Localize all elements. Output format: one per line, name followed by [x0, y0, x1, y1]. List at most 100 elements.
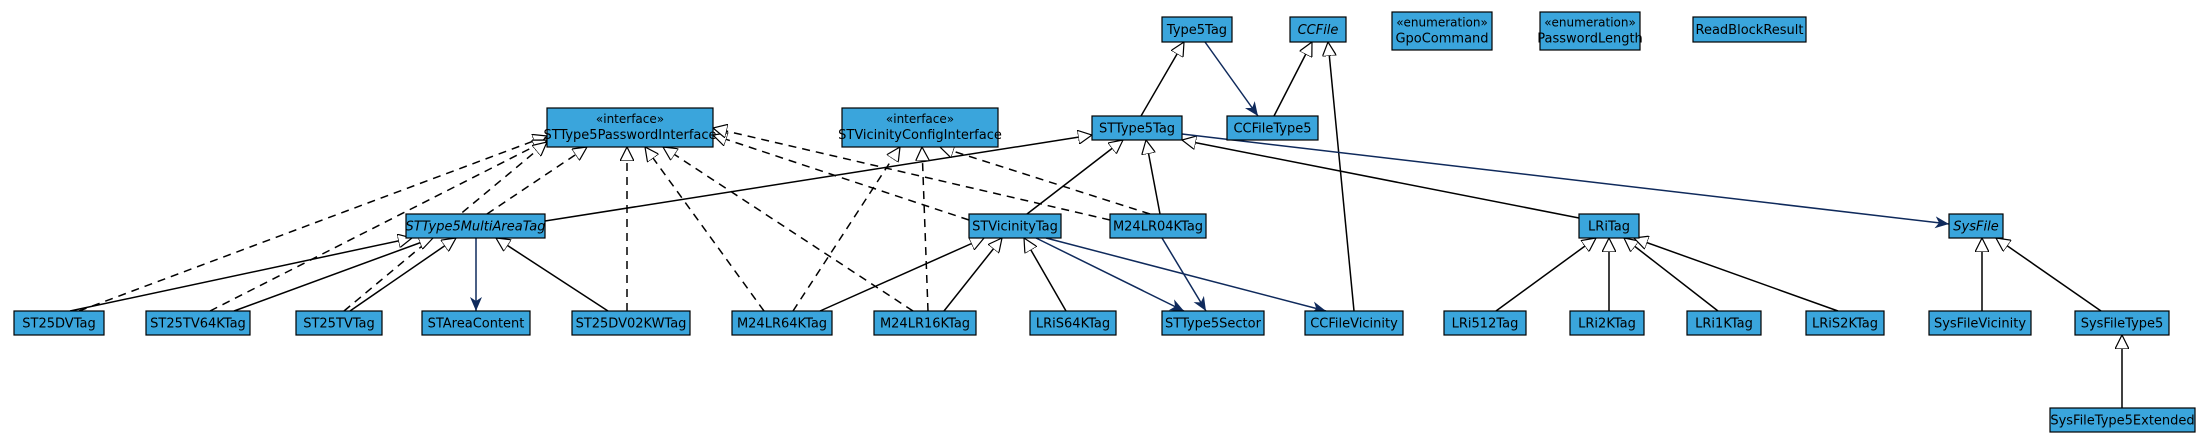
- realization-edge-st25-tv64-k-tag-to-st-type5-password-interface: [209, 139, 547, 312]
- class-node-m24-lr16-k-tag[interactable]: M24LR16KTag: [873, 310, 977, 336]
- class-node-st25-tv64-k-tag[interactable]: ST25TV64KTag: [145, 310, 251, 336]
- class-name: ST25DV02KWTag: [576, 317, 687, 332]
- class-box: [1686, 310, 1762, 336]
- class-name: STType5Tag: [1099, 122, 1175, 137]
- edges-layer: [69, 41, 2122, 408]
- association-edge-type5-tag-to-cc-file-type5: [1204, 41, 1259, 117]
- class-name: SysFileVicinity: [1934, 317, 2026, 332]
- class-node-m24-lr64-k-tag[interactable]: M24LR64KTag: [731, 310, 833, 336]
- class-box: [421, 310, 531, 336]
- class-node-st-type5-multi-area-tag[interactable]: STType5MultiAreaTag: [405, 213, 546, 239]
- class-node-st25-tv-tag[interactable]: ST25TVTag: [295, 310, 383, 336]
- generalization-edge-st-type5-multi-area-tag-to-st-type5-tag: [544, 135, 1092, 222]
- class-name: SysFileType5Extended: [2050, 414, 2194, 429]
- generalization-edge-st25-dv02-kw-tag-to-st-type5-multi-area-tag: [496, 238, 609, 312]
- class-node-st-area-content[interactable]: STAreaContent: [421, 310, 531, 336]
- class-name: Type5Tag: [1166, 23, 1227, 38]
- class-box: [1948, 213, 2004, 239]
- realization-edge-m24-lr64-k-tag-to-st-type5-password-interface: [645, 147, 765, 312]
- class-node-st-type5-password-interface[interactable]: «interface»STType5PasswordInterface: [543, 107, 717, 148]
- class-node-sys-file-vicinity[interactable]: SysFileVicinity: [1928, 310, 2032, 336]
- class-box: [1029, 310, 1117, 336]
- class-node-st25-dv-tag[interactable]: ST25DVTag: [13, 310, 105, 336]
- class-box: [13, 310, 105, 336]
- generalization-edge-l-ri1-k-tag-to-l-ri-tag: [1624, 238, 1719, 312]
- class-box: [405, 213, 546, 239]
- class-name: ReadBlockResult: [1696, 23, 1804, 38]
- generalization-edge-st25-tv64-k-tag-to-st-type5-multi-area-tag: [233, 238, 433, 312]
- class-node-type5-tag[interactable]: Type5Tag: [1161, 16, 1233, 43]
- class-name: ST25TVTag: [303, 317, 375, 332]
- class-node-gpo-command[interactable]: «enumeration»GpoCommand: [1391, 11, 1493, 51]
- generalization-edge-cc-file-vicinity-to-cc-file: [1328, 42, 1355, 312]
- class-name: M24LR04KTag: [1113, 220, 1203, 235]
- class-node-l-ri-s64-k-tag[interactable]: LRiS64KTag: [1029, 310, 1117, 336]
- class-node-password-length[interactable]: «enumeration» PasswordLength: [1537, 11, 1643, 51]
- class-node-st25-dv02-kw-tag[interactable]: ST25DV02KWTag: [571, 310, 691, 336]
- class-node-st-type5-tag[interactable]: STType5Tag: [1091, 115, 1183, 141]
- realization-edge-st-type5-multi-area-tag-to-st-type5-password-interface: [486, 147, 587, 215]
- class-box: [1091, 115, 1183, 141]
- class-box: [1161, 310, 1265, 336]
- realization-edge-m24-lr16-k-tag-to-st-vicinity-config-interface: [922, 147, 928, 312]
- class-name: GpoCommand: [1395, 31, 1488, 46]
- class-name: STType5Sector: [1165, 317, 1262, 332]
- class-box: [145, 310, 251, 336]
- class-name: LRi2KTag: [1578, 317, 1636, 332]
- class-box: [841, 107, 999, 148]
- class-box: [1289, 16, 1347, 43]
- class-name: ST25TV64KTag: [150, 317, 246, 332]
- class-box: [873, 310, 977, 336]
- class-node-st-vicinity-config-interface[interactable]: «interface» STVicinityConfigInterface: [838, 107, 1002, 148]
- class-node-sys-file-type5-extended[interactable]: SysFileType5Extended: [2049, 407, 2196, 433]
- association-edge-st-type5-tag-to-sys-file: [1181, 133, 1950, 229]
- class-node-st-type5-sector[interactable]: STType5Sector: [1161, 310, 1265, 336]
- class-box: [1692, 16, 1807, 43]
- class-node-read-block-result[interactable]: ReadBlockResult: [1692, 16, 1807, 43]
- class-box: [1805, 310, 1885, 336]
- class-name: CCFile: [1298, 23, 1339, 38]
- class-node-cc-file-vicinity[interactable]: CCFileVicinity: [1304, 310, 1404, 336]
- class-box: [1578, 213, 1640, 239]
- generalization-edge-l-ri-s64-k-tag-to-st-vicinity-tag: [1024, 238, 1067, 312]
- class-name: M24LR16KTag: [880, 317, 970, 332]
- association-edge-st-vicinity-tag-to-cc-file-vicinity: [1045, 237, 1327, 314]
- class-box: [571, 310, 691, 336]
- class-node-cc-file[interactable]: CCFile: [1289, 16, 1347, 43]
- class-name: SysFileType5: [2081, 317, 2164, 332]
- class-box: [731, 310, 833, 336]
- realization-edge-st-vicinity-tag-to-st-type5-password-interface: [713, 135, 970, 221]
- class-name: M24LR64KTag: [737, 317, 827, 332]
- class-name: STType5MultiAreaTag: [406, 220, 546, 235]
- class-node-l-ri2-k-tag[interactable]: LRi2KTag: [1569, 310, 1645, 336]
- class-node-sys-file[interactable]: SysFile: [1948, 213, 2004, 239]
- class-node-st-vicinity-tag[interactable]: STVicinityTag: [968, 213, 1062, 239]
- class-box: [2074, 310, 2170, 336]
- class-name: LRiS64KTag: [1036, 317, 1110, 332]
- class-node-l-ri1-k-tag[interactable]: LRi1KTag: [1686, 310, 1762, 336]
- class-name: CCFileType5: [1233, 122, 1311, 137]
- class-box: [968, 213, 1062, 239]
- class-box: [1539, 11, 1641, 51]
- class-stereotype: «interface»: [596, 112, 664, 126]
- class-name: LRi512Tag: [1452, 317, 1519, 332]
- class-stereotype: «interface»: [886, 112, 954, 126]
- class-node-sys-file-type5[interactable]: SysFileType5: [2074, 310, 2170, 336]
- class-stereotype: «enumeration»: [1544, 15, 1636, 29]
- class-node-l-ri512-tag[interactable]: LRi512Tag: [1443, 310, 1527, 336]
- class-node-l-ri-s2-k-tag[interactable]: LRiS2KTag: [1805, 310, 1885, 336]
- class-box: [1928, 310, 2032, 336]
- class-node-m24-lr04-k-tag[interactable]: M24LR04KTag: [1109, 213, 1207, 239]
- generalization-edge-m24-lr64-k-tag-to-st-vicinity-tag: [819, 238, 984, 312]
- class-box: [2049, 407, 2196, 433]
- generalization-edge-l-ri-s2-k-tag-to-l-ri-tag: [1634, 238, 1839, 312]
- class-box: [1443, 310, 1527, 336]
- class-name: LRiTag: [1588, 220, 1630, 235]
- class-name: STVicinityConfigInterface: [838, 128, 1002, 143]
- class-node-l-ri-tag[interactable]: LRiTag: [1578, 213, 1640, 239]
- class-box: [1391, 11, 1493, 51]
- class-box: [295, 310, 383, 336]
- class-name: PasswordLength: [1537, 31, 1643, 46]
- class-box: [1569, 310, 1645, 336]
- class-node-cc-file-type5[interactable]: CCFileType5: [1226, 115, 1319, 141]
